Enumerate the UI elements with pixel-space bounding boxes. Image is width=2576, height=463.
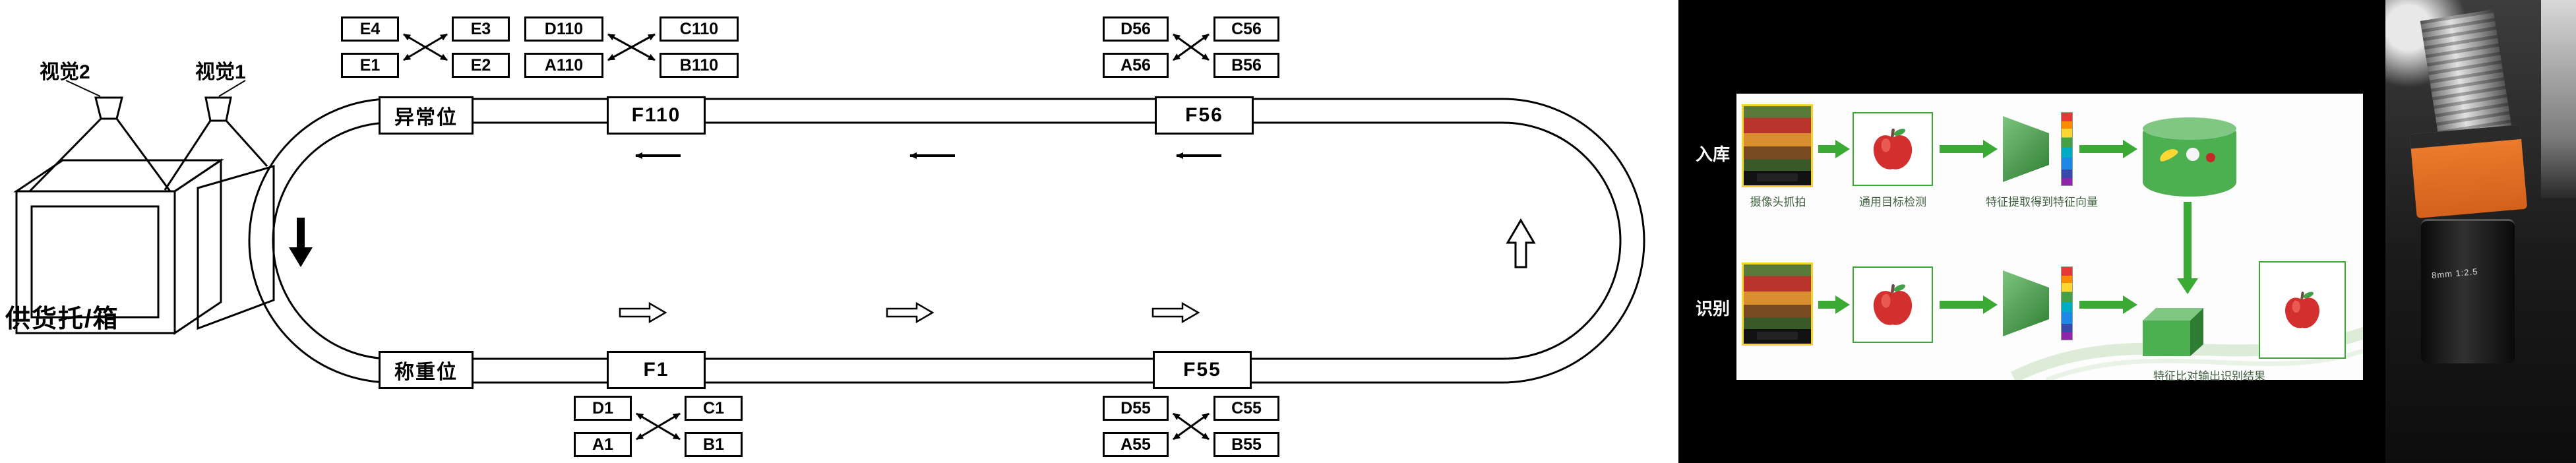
fruit-shelf-image (1744, 106, 1811, 171)
green-arrow-right-icon (1940, 145, 1983, 153)
camera-snapshot-thumbnail-1 (1742, 104, 1813, 187)
cell-e3: E3 (452, 16, 510, 42)
cell-b56: B56 (1213, 53, 1279, 78)
cell-a56: A56 (1103, 53, 1169, 78)
vision-camera-sketch (28, 80, 268, 193)
cell-d56: D56 (1103, 16, 1169, 42)
row-label-recognition: 识别 (1696, 299, 1731, 319)
cross-transfer-arrows (403, 33, 1210, 441)
cylinder-top (2143, 117, 2236, 140)
caption-object-detection: 通用目标检测 (1859, 196, 1926, 208)
cell-e4: E4 (341, 16, 399, 42)
station-abnormal: 异常位 (379, 96, 474, 135)
lens-marking: 8mm 1:2.5 (2431, 266, 2478, 281)
apple-icon (2285, 292, 2319, 328)
caption-camera-capture: 摄像头抓拍 (1750, 196, 1806, 208)
cell-e2: E2 (452, 53, 510, 78)
conveyor-diagram: 视觉2 视觉1 供货托/箱 异常位 F110 F56 称重位 F1 F55 E4… (5, 16, 1645, 457)
cell-b55: B55 (1213, 432, 1279, 457)
green-arrow-right-icon (1818, 301, 1835, 309)
station-f1: F1 (607, 351, 706, 389)
cell-b1: B1 (685, 432, 743, 457)
feature-database-icon (2143, 117, 2236, 197)
cell-a1: A1 (574, 432, 632, 457)
fruit-shelf-image (1744, 264, 1811, 330)
station-f110: F110 (607, 96, 706, 135)
cherry-icon (2206, 153, 2215, 162)
camera-body-orange (2409, 124, 2528, 219)
cell-c1: C1 (685, 396, 743, 421)
recognition-pipeline-panel: 入库 识别 摄像头抓拍 通用目标检测 特征提取得到特征向量 (1678, 0, 2385, 463)
caption-compare-result: 特征比对输出识别结果 (2153, 370, 2265, 383)
cell-d110: D110 (524, 16, 603, 42)
monitor-stand (1757, 173, 1798, 182)
caption-feature-extract: 特征提取得到特征向量 (1986, 196, 2098, 208)
banana-icon (2157, 146, 2180, 164)
green-arrow-right-icon (1940, 301, 1983, 309)
recognition-result-box (2259, 261, 2346, 359)
supply-box-sketch (13, 158, 275, 335)
machinery-background (2541, 0, 2576, 198)
lens-barrel: 8mm 1:2.5 (2421, 219, 2515, 363)
station-f55: F55 (1153, 351, 1252, 389)
vision1-label: 视觉1 (195, 61, 246, 83)
cell-c55: C55 (1213, 396, 1279, 421)
green-arrow-right-icon (2079, 145, 2123, 153)
feature-vector-icon-1 (2061, 112, 2073, 186)
cell-d1: D1 (574, 396, 632, 421)
supply-box-label: 供货托/箱 (5, 305, 119, 333)
cell-d55: D55 (1103, 396, 1169, 421)
row-label-warehouse-in: 入库 (1696, 144, 1731, 164)
green-arrow-right-icon (2079, 301, 2123, 309)
detected-apple-box-2 (1853, 266, 1933, 343)
apple-icon (1873, 284, 1913, 325)
cell-a55: A55 (1103, 432, 1169, 457)
conveyor-diagram-lineart (13, 33, 1645, 441)
camera-lens-top (2420, 9, 2512, 137)
feature-vector-icon-2 (2061, 266, 2073, 340)
up-arrow (1506, 218, 1536, 268)
camera-photo: 8mm 1:2.5 (2385, 0, 2576, 463)
comparison-module-icon (2143, 308, 2203, 356)
cell-b110: B110 (659, 53, 739, 78)
cell-c56: C56 (1213, 16, 1279, 42)
conveyor-loop (248, 98, 1645, 384)
green-arrow-down-icon (2184, 202, 2192, 278)
apple-icon (1873, 128, 1913, 170)
cell-c110: C110 (659, 16, 739, 42)
vision2-label: 视觉2 (40, 61, 90, 83)
station-f56: F56 (1155, 96, 1254, 135)
monitor-stand (1757, 332, 1798, 340)
detected-apple-box-1 (1853, 112, 1933, 186)
flow-arrows-right (619, 301, 1200, 324)
hand-icon (2186, 148, 2199, 161)
station-weighing: 称重位 (379, 351, 474, 389)
cell-a110: A110 (524, 53, 603, 78)
green-arrow-right-icon (1818, 145, 1835, 153)
down-arrow (289, 218, 313, 267)
cell-e1: E1 (341, 53, 399, 78)
camera-snapshot-thumbnail-2 (1742, 262, 1813, 346)
